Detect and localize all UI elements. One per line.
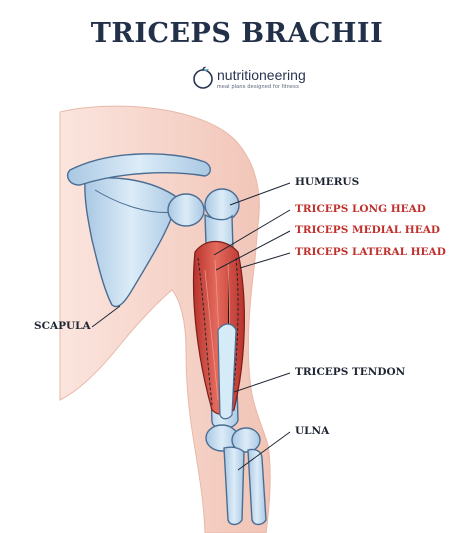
page-title: TRICEPS BRACHII <box>90 18 384 49</box>
label-triceps-long-head: TRICEPS LONG HEAD <box>295 203 426 215</box>
humerus-head <box>167 193 205 227</box>
apple-logo-icon <box>193 66 213 89</box>
brand-name: nutritioneering <box>217 67 306 83</box>
triceps-long-head <box>197 257 213 406</box>
label-triceps-tendon: TRICEPS TENDON <box>295 366 406 378</box>
scapula-bone <box>84 177 179 308</box>
label-scapula: SCAPULA <box>34 320 91 332</box>
brand-logo-block: nutritioneering meal plans designed for … <box>0 64 474 94</box>
triceps-tendon <box>217 323 237 420</box>
label-ulna: ULNA <box>295 425 330 437</box>
radius-bone <box>247 448 267 526</box>
label-triceps-lateral-head: TRICEPS LATERAL HEAD <box>295 246 446 258</box>
ulna-bone <box>223 446 245 526</box>
clavicle-bone <box>66 153 211 186</box>
brand-tagline: meal plans designed for fitness <box>217 84 300 90</box>
triceps-medial-head <box>231 257 239 406</box>
label-triceps-medial-head: TRICEPS MEDIAL HEAD <box>295 224 440 236</box>
label-humerus: HUMERUS <box>295 176 360 188</box>
leader-lines <box>91 182 291 471</box>
